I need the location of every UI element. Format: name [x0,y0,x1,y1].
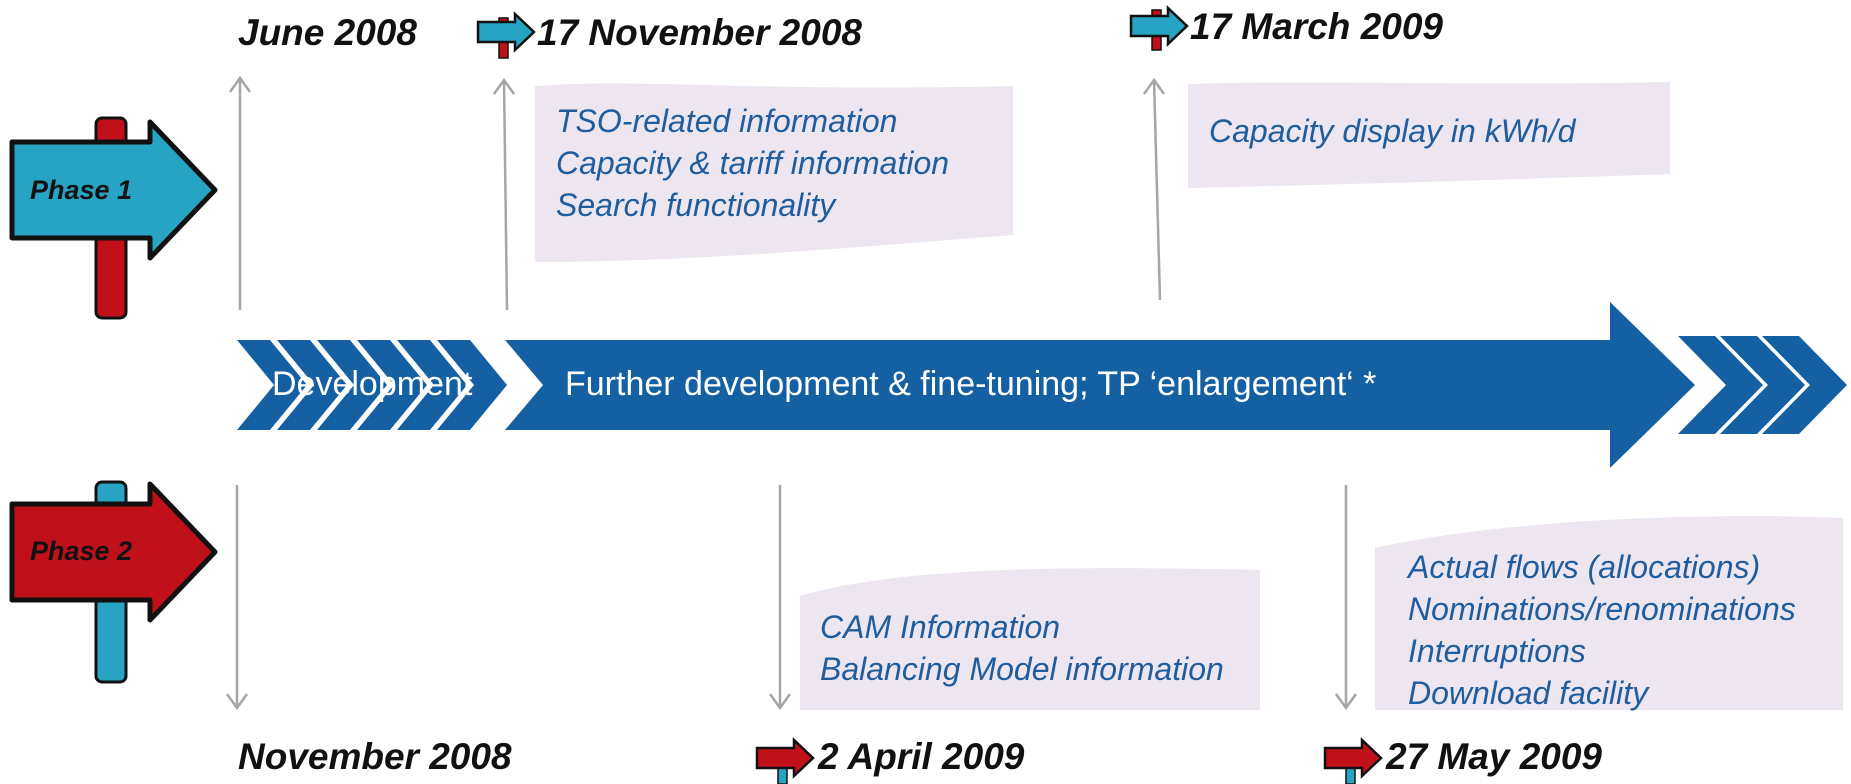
milestone-date-apr2009: 2 April 2009 [818,736,1025,777]
note-background-nov2008 [535,83,1013,263]
phase1-signpost-icon [9,116,218,320]
timeline-main-label: Further development & fine-tuning; TP ‘e… [565,365,1377,403]
info-item: Balancing Model information [820,651,1224,687]
arrowhead-up-jun2008 [228,75,252,93]
note-background-mar2009 [1188,82,1670,188]
arrowhead-down-may2009 [1334,693,1358,711]
arrowhead-down-apr2009 [768,693,792,711]
milestone-date-nov2008: 17 November 2008 [537,12,862,53]
connector-line-nov2008 [502,79,509,311]
phase2-signpost-icon [9,480,218,684]
phase2-label: Phase 2 [30,536,133,566]
small-signpost-icon-apr2009 [755,737,815,784]
info-item: Search functionality [556,187,836,223]
arrowhead-down-nov2008 [225,693,249,711]
milestone-date-mar2009: 17 March 2009 [1190,6,1444,47]
milestone-info-apr2009: CAM Information Balancing Model informat… [820,606,1224,690]
small-signpost-icon-mar2009 [1129,5,1189,51]
info-item: Download facility [1408,675,1649,711]
small-signpost-icon-nov2008 [476,11,536,59]
note-background-apr2009 [800,568,1260,710]
milestone-date-jun2008: June 2008 [238,12,417,53]
milestone-info-may2009: Actual flows (allocations) Nominations/r… [1408,546,1796,714]
info-item: CAM Information [820,609,1061,645]
milestone-date-nov2008-p2: November 2008 [238,736,512,777]
info-item: Capacity & tariff information [556,145,950,181]
development-label: Development [272,365,473,403]
milestone-info-mar2009: Capacity display in kWh/d [1209,110,1575,152]
milestone-info-nov2008: TSO-related information Capacity & tarif… [556,100,949,226]
arrowhead-up-mar2009 [1142,77,1166,95]
connector-line-mar2009 [1152,79,1162,301]
info-item: TSO-related information [556,103,898,139]
timeline-main-arrow [505,302,1695,468]
development-chevrons [237,340,507,430]
info-item: Capacity display in kWh/d [1209,113,1576,149]
arrowhead-up-nov2008 [492,77,516,95]
info-item: Nominations/renominations [1408,591,1796,627]
trailing-chevrons [1678,336,1847,434]
milestone-date-may2009: 27 May 2009 [1386,736,1603,777]
phase1-label: Phase 1 [30,175,133,205]
info-item: Interruptions [1408,633,1586,669]
note-background-may2009 [1375,516,1843,710]
info-item: Actual flows (allocations) [1408,549,1761,585]
small-signpost-icon-may2009 [1323,737,1383,784]
